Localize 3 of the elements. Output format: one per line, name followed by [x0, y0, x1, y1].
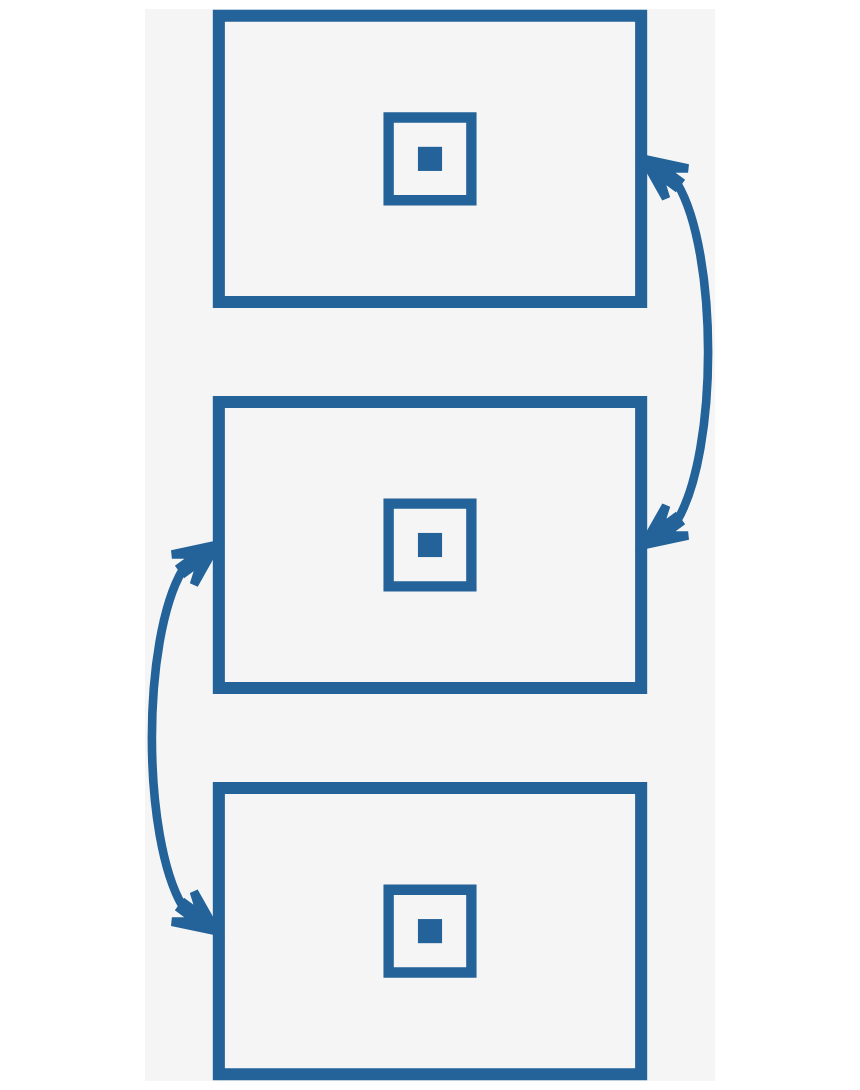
node-box	[212, 9, 648, 308]
node-box	[212, 782, 648, 1081]
node-box	[212, 395, 648, 695]
